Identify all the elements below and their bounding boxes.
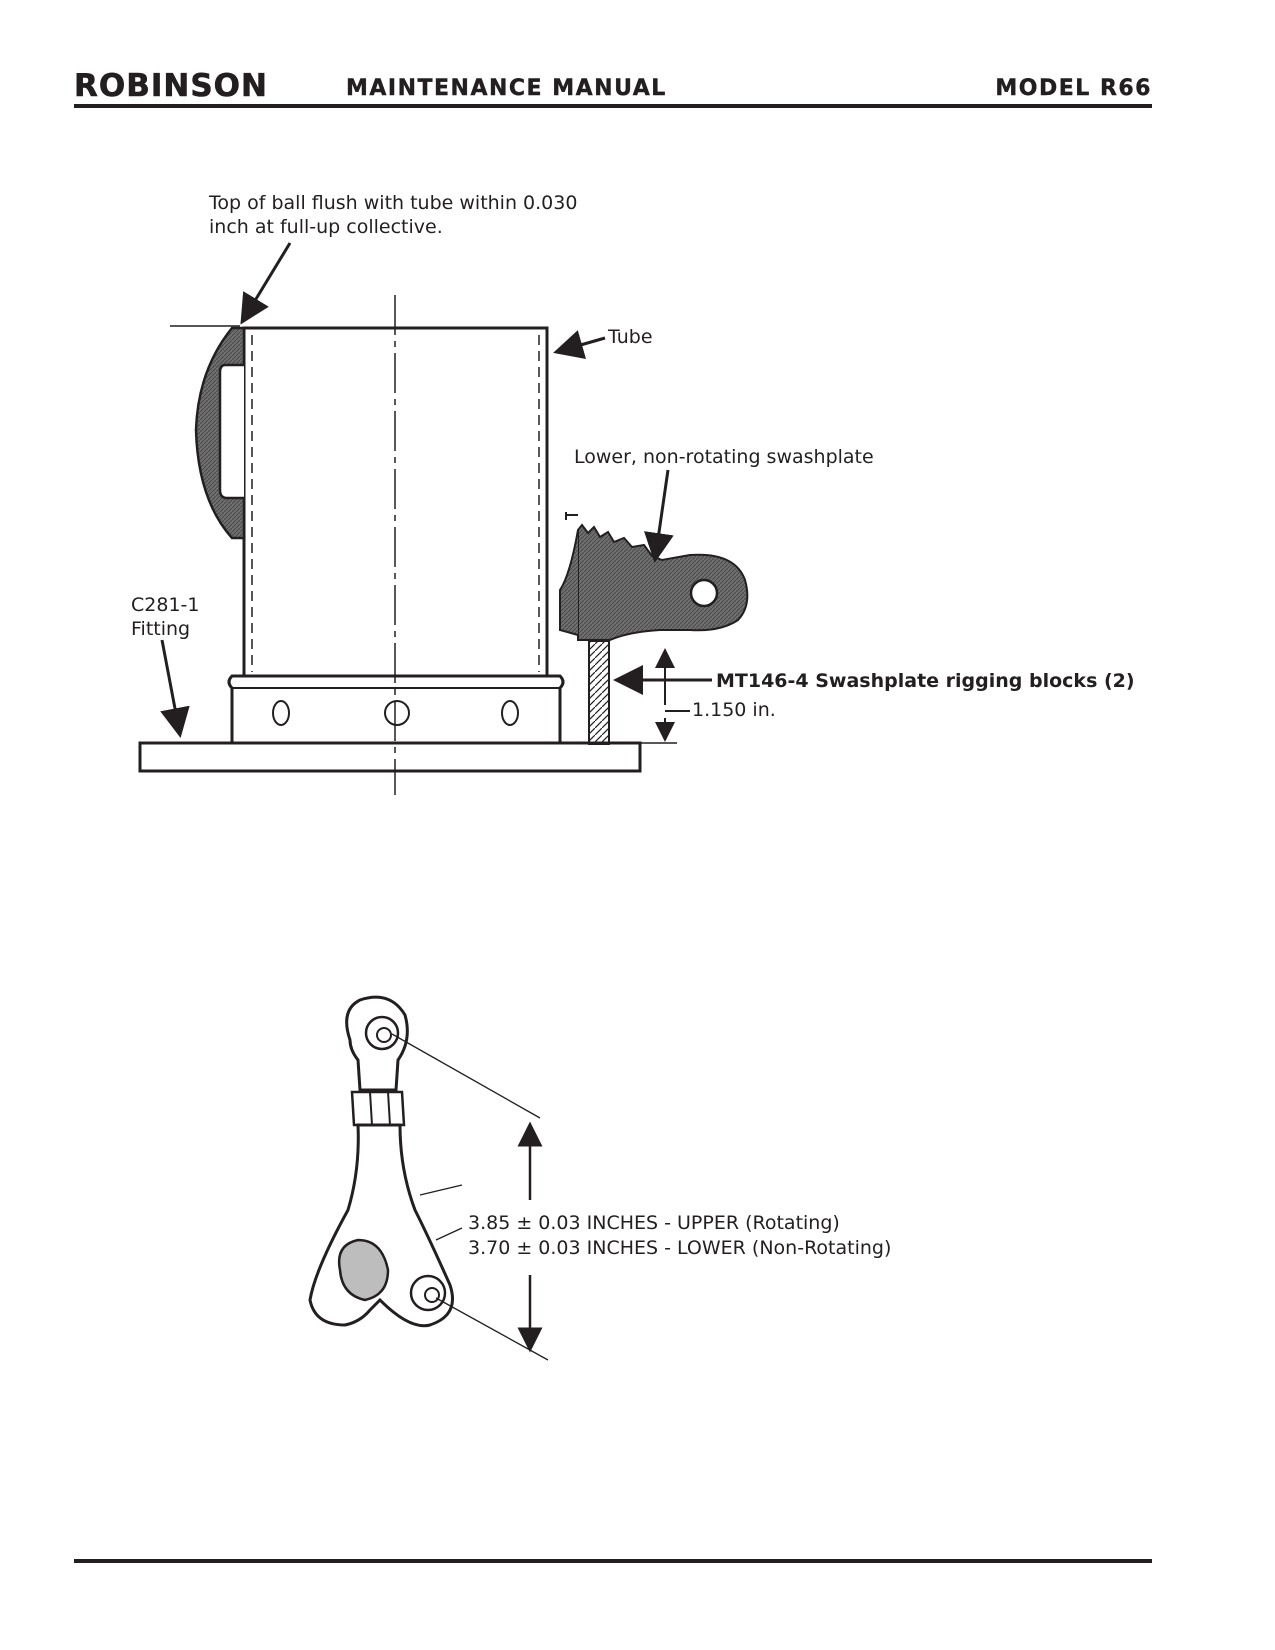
footer-rule xyxy=(74,1559,1152,1563)
fitting-hole xyxy=(272,700,290,726)
fitting-label-line1: C281-1 xyxy=(131,594,200,616)
tube-leader xyxy=(553,330,606,360)
clevis-body xyxy=(308,1123,454,1328)
fitting-flange xyxy=(227,674,565,743)
fitting-hole xyxy=(384,700,410,726)
manual-title: MAINTENANCE MANUAL xyxy=(346,76,667,101)
brand-logo-text: ROBINSON xyxy=(74,68,268,105)
rigging-blocks-label: MT146-4 Swashplate rigging blocks (2) xyxy=(716,670,1135,692)
upper-dimension-label: 3.85 ± 0.03 INCHES - UPPER (Rotating) xyxy=(468,1212,840,1234)
jam-nut xyxy=(350,1090,406,1127)
swashplate-label: Lower, non-rotating swashplate xyxy=(574,446,874,468)
fitting-hole xyxy=(501,700,519,726)
rod-end-figure xyxy=(308,995,549,1361)
swashplate-leader xyxy=(644,469,674,563)
swashplate xyxy=(577,523,749,641)
base-plate xyxy=(138,741,642,773)
swashplate-hole xyxy=(689,578,719,608)
ball-note-line2: inch at full-up collective. xyxy=(209,216,443,238)
fitting-label-line2: Fitting xyxy=(131,618,191,640)
lower-rod-end-eye xyxy=(409,1274,447,1312)
fitting-leader xyxy=(160,639,190,738)
ball-note-line1: Top of ball flush with tube within 0.030 xyxy=(209,192,578,214)
swashplate-rigging-figure xyxy=(138,242,749,795)
height-dimension-label: 1.150 in. xyxy=(692,699,776,721)
lower-dimension-label: 3.70 ± 0.03 INCHES - LOWER (Non-Rotating… xyxy=(468,1237,892,1259)
upper-rod-end xyxy=(345,995,409,1092)
rigging-block xyxy=(588,640,610,745)
ball-leader xyxy=(240,242,292,325)
header-rule xyxy=(74,104,1152,108)
model-label: MODEL R66 xyxy=(995,76,1152,101)
page-header: ROBINSON MAINTENANCE MANUAL MODEL R66 xyxy=(74,68,1152,108)
tube-label: Tube xyxy=(608,326,653,348)
